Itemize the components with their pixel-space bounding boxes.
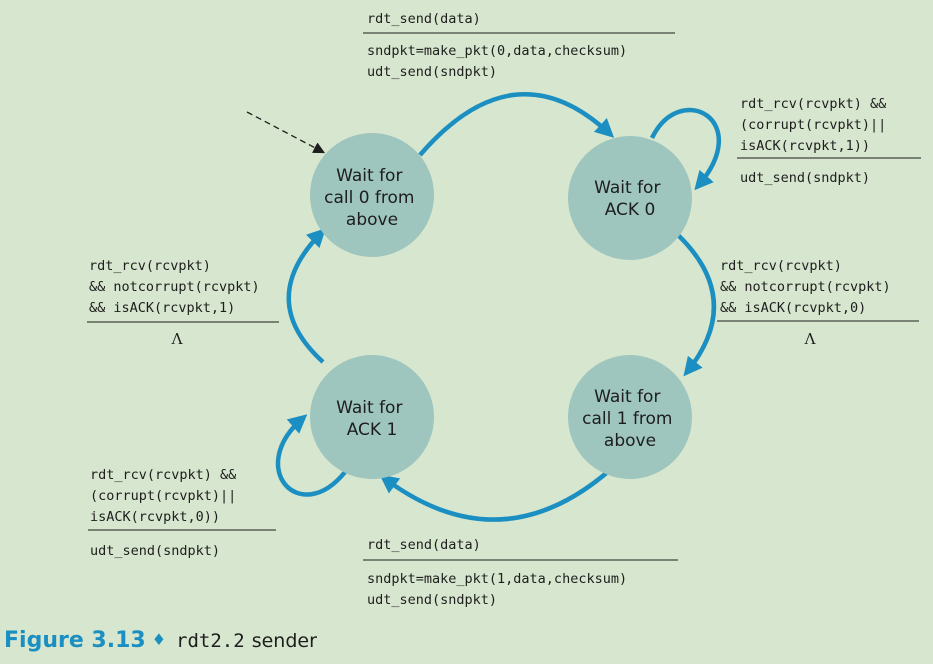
arrow-call1-to-ack1 [379,468,612,522]
transition-label-ack1-to-call0: rdt_rcv(rcvpkt) && notcorrupt(rcvpkt) &&… [87,258,279,348]
self-loop-ack1 [275,414,347,497]
action-text: sndpkt=make_pkt(1,data,checksum) [367,571,627,587]
transition-label-call1-to-ack1: rdt_send(data) sndpkt=make_pkt(1,data,ch… [363,537,678,608]
event-text: isACK(rcvpkt,1)) [740,138,870,154]
state-label-line: Wait for [336,398,402,418]
action-text: udt_send(sndpkt) [740,170,870,186]
state-label-line: ACK 0 [605,200,656,220]
state-wait-ack-1: Wait for ACK 1 [310,355,434,479]
transition-label-ack0-to-call1: rdt_rcv(rcvpkt) && notcorrupt(rcvpkt) &&… [717,258,919,348]
figure-caption: Figure 3.13 ♦ rdt2.2 sender [4,626,317,657]
state-label-line: ACK 1 [347,420,398,440]
transition-label-ack1-self: rdt_rcv(rcvpkt) && (corrupt(rcvpkt)|| is… [88,467,276,559]
svg-text:Wait for call 0 from: Wait for call 0 from above [324,166,420,230]
state-wait-call-1: Wait for call 1 from above [568,355,692,479]
action-text: udt_send(sndpkt) [367,64,497,80]
event-text: && isACK(rcvpkt,1) [89,300,235,316]
event-text: rdt_rcv(rcvpkt) [720,258,842,274]
svg-text:Wait for ACK 1: Wait for ACK 1 [336,398,408,440]
self-loop-ack0 [649,107,722,191]
event-text: rdt_send(data) [367,11,481,27]
transition-label-call0-to-ack0: rdt_send(data) sndpkt=make_pkt(0,data,ch… [363,11,675,80]
lambda-action: Λ [804,330,816,348]
state-wait-ack-0: Wait for ACK 0 [568,136,692,260]
state-label-line: Wait for [594,178,660,198]
event-text: rdt_rcv(rcvpkt) && [740,96,887,112]
event-text: rdt_send(data) [367,537,481,553]
state-label-line: above [604,431,656,451]
state-label-line: above [346,210,398,230]
event-text: (corrupt(rcvpkt)|| [90,488,236,504]
caption-code: rdt2.2 [176,630,245,652]
figure-number: Figure 3.13 [4,628,146,653]
state-label-line: Wait for [336,166,402,186]
state-wait-call-0: Wait for call 0 from above [310,133,434,257]
caption-separator: ♦ [151,630,167,649]
event-text: && isACK(rcvpkt,0) [720,300,866,316]
event-text: isACK(rcvpkt,0)) [90,509,220,525]
arrow-call0-to-ack0 [418,91,615,157]
event-text: (corrupt(rcvpkt)|| [740,117,886,133]
action-text: sndpkt=make_pkt(0,data,checksum) [367,43,627,59]
lambda-action: Λ [171,330,183,348]
state-label-line: call 1 from [582,409,672,429]
action-text: udt_send(sndpkt) [367,592,497,608]
initial-state-arrow [246,111,326,154]
caption-text: sender [251,630,317,652]
arrow-ack0-to-call1 [676,233,717,377]
event-text: && notcorrupt(rcvpkt) [89,279,260,295]
transition-label-ack0-self: rdt_rcv(rcvpkt) && (corrupt(rcvpkt)|| is… [737,96,921,186]
svg-text:Wait for ACK 0: Wait for ACK 0 [594,178,666,220]
state-label-line: call 0 from [324,188,414,208]
event-text: rdt_rcv(rcvpkt) && [90,467,237,483]
state-label-line: Wait for [594,387,660,407]
svg-text:Wait for call 1 from: Wait for call 1 from above [582,387,678,451]
event-text: && notcorrupt(rcvpkt) [720,279,891,295]
event-text: rdt_rcv(rcvpkt) [89,258,211,274]
arrow-ack1-to-call0 [286,227,326,364]
action-text: udt_send(sndpkt) [90,543,220,559]
